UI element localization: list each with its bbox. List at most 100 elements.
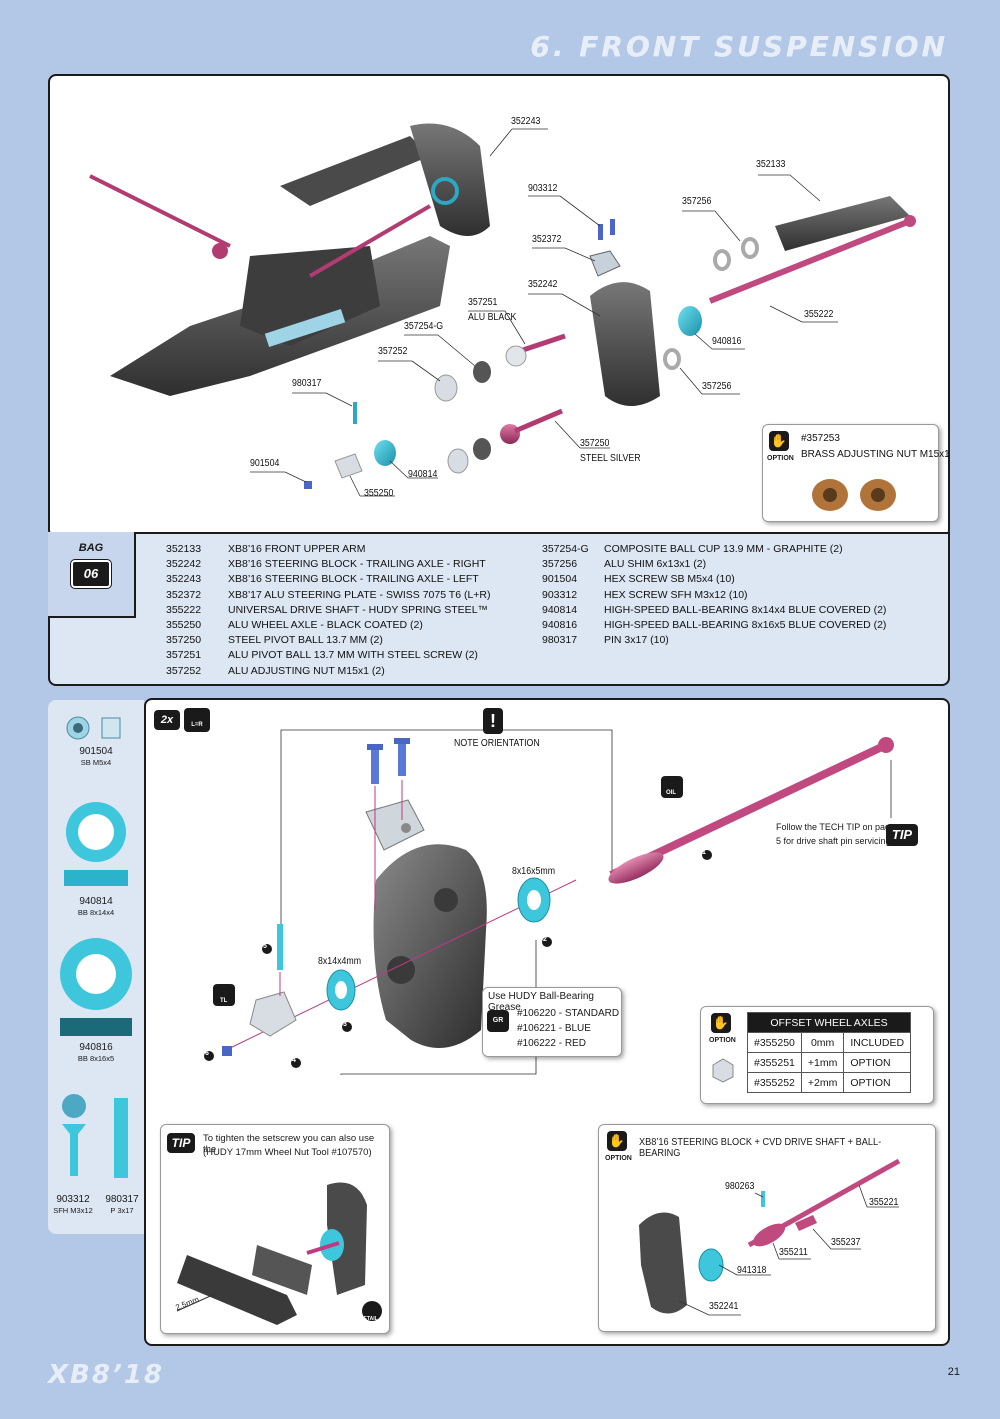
step-6: 6 bbox=[205, 1050, 209, 1057]
label-357256-b: 357256 bbox=[702, 381, 732, 392]
part-description: COMPOSITE BALL CUP 13.9 MM - GRAPHITE (2… bbox=[604, 543, 843, 555]
label-355211: 355211 bbox=[779, 1247, 808, 1258]
label-357256-a: 357256 bbox=[682, 196, 712, 207]
thumbs-up-icon: ✋ bbox=[607, 1131, 627, 1151]
bearing-size-8x14x4: 8x14x4mm bbox=[318, 956, 362, 967]
tip2-line2: (HUDY 17mm Wheel Nut Tool #107570) bbox=[203, 1147, 372, 1158]
step-4: 4 bbox=[292, 1057, 296, 1064]
assembly-drawing bbox=[204, 729, 894, 1075]
bearing-size-8x16x5: 8x16x5mm bbox=[512, 866, 556, 877]
part-description: ALU WHEEL AXLE - BLACK COATED (2) bbox=[228, 619, 423, 632]
label-901504: 901504 bbox=[250, 458, 280, 469]
part-description: PIN 3x17 (10) bbox=[604, 634, 669, 647]
part-row: 901504 HEX SCREW SB M5x4 (10) bbox=[542, 572, 886, 587]
tip-text-2: 5 for drive shaft pin servicing bbox=[776, 836, 891, 846]
part-code: 940816 bbox=[542, 619, 578, 632]
offset-title: OFFSET WHEEL AXLES bbox=[746, 1012, 912, 1033]
threadlock-icon: TL bbox=[220, 998, 228, 1004]
part-code: 352133 bbox=[166, 543, 202, 555]
offset-option-badge: OPTION bbox=[709, 1037, 736, 1044]
label-352133: 352133 bbox=[756, 159, 786, 170]
part-code: 352372 bbox=[166, 588, 202, 601]
option-badge: OPTION bbox=[767, 455, 794, 462]
part-description: ALU ADJUSTING NUT M15x1 (2) bbox=[228, 664, 385, 677]
part-description: HIGH-SPEED BALL-BEARING 8x16x5 BLUE COVE… bbox=[604, 619, 887, 632]
part-code: 357252 bbox=[166, 664, 202, 677]
option-text: BRASS ADJUSTING NUT M15x1 bbox=[801, 449, 950, 460]
part-code: 357250 bbox=[166, 634, 202, 647]
label-903312: 903312 bbox=[528, 183, 558, 194]
part-description: HIGH-SPEED BALL-BEARING 8x14x4 BLUE COVE… bbox=[604, 603, 887, 616]
step-3: 3 bbox=[343, 1021, 347, 1028]
brass-nut-image bbox=[812, 479, 896, 511]
part-code: 357251 bbox=[166, 649, 202, 662]
cvd-drawing bbox=[639, 1158, 901, 1316]
part-description: HEX SCREW SB M5x4 (10) bbox=[604, 573, 735, 586]
part-row: 357251 ALU PIVOT BALL 13.7 MM WITH STEEL … bbox=[166, 648, 491, 663]
part-row: 352372 XB8’17 ALU STEERING PLATE - SWISS … bbox=[166, 588, 491, 603]
thumbs-up-icon: ✋ bbox=[769, 431, 789, 451]
label-355237: 355237 bbox=[831, 1237, 861, 1248]
label-355221: 355221 bbox=[869, 1197, 899, 1208]
tip2-line1: To tighten the setscrew you can also use… bbox=[203, 1133, 375, 1155]
part-description: XB8’16 STEERING BLOCK - TRAILING AXLE - … bbox=[228, 558, 486, 571]
option-box-brass-nut: ✋ OPTION #357253 BRASS ADJUSTING NUT M15… bbox=[762, 424, 950, 522]
bearing-940814-icon bbox=[64, 802, 128, 886]
part-code: 903312 bbox=[542, 588, 578, 601]
step-1: 1 bbox=[702, 849, 706, 856]
part-row: 352242 XB8’16 STEERING BLOCK - TRAILING A… bbox=[166, 557, 491, 572]
label-980263: 980263 bbox=[725, 1181, 755, 1192]
thumbs-up-icon: ✋ bbox=[711, 1013, 731, 1033]
grease-title: Use HUDY Ball-Bearing Grease bbox=[488, 991, 594, 1013]
label-355222: 355222 bbox=[804, 309, 834, 320]
bearing-940816-icon bbox=[60, 938, 132, 1036]
exploded-view-drawing bbox=[89, 123, 916, 497]
part-row: 357250 STEEL PIVOT BALL 13.7 MM (2) bbox=[166, 633, 491, 648]
part-description: XB8’17 ALU STEERING PLATE - SWISS 7075 T… bbox=[228, 588, 491, 601]
page-title: 6. FRONT SUSPENSION bbox=[530, 30, 948, 63]
part-row: 903312 HEX SCREW SFH M3x12 (10) bbox=[542, 588, 886, 603]
part-description: UNIVERSAL DRIVE SHAFT - HUDY SPRING STEE… bbox=[228, 603, 489, 616]
parts-list-right: 357254-G COMPOSITE BALL CUP 13.9 MM - GRA… bbox=[542, 542, 886, 648]
part-description: ALU PIVOT BALL 13.7 MM WITH STEEL SCREW … bbox=[228, 649, 478, 662]
label-357250: 357250 bbox=[580, 438, 610, 449]
left-right-badge: L=R bbox=[184, 708, 210, 732]
label-355250: 355250 bbox=[364, 488, 394, 499]
label-940814: 940814 bbox=[408, 469, 438, 480]
screw-903312-pin-980317-icon bbox=[62, 1094, 128, 1178]
part-row: 980317 PIN 3x17 (10) bbox=[542, 633, 886, 648]
xb8-logo: XB8’18 bbox=[48, 1360, 165, 1390]
option-code: #357253 bbox=[801, 433, 840, 444]
part-code: 357254-G bbox=[542, 543, 589, 555]
qty-badge: 2x bbox=[154, 710, 180, 730]
label-980317: 980317 bbox=[292, 378, 322, 389]
label-357251: 357251 bbox=[468, 297, 498, 308]
part-code: 352243 bbox=[166, 573, 202, 586]
oil-icon: OIL bbox=[666, 790, 676, 796]
assembly-panel: 2x L=R bbox=[144, 698, 950, 1346]
part-code: 357256 bbox=[542, 558, 578, 571]
detail-icon: DETAIL bbox=[360, 1316, 378, 1322]
option-box-cvd: ✋ OPTION XB8’16 STEERING BLOCK + CVD DRI… bbox=[598, 1124, 936, 1332]
part-description: HEX SCREW SFH M3x12 (10) bbox=[604, 588, 748, 601]
exploded-view-panel: 352243 352133 903312 357256 352372 35224… bbox=[48, 74, 950, 538]
wheel-axle-image bbox=[712, 1058, 734, 1083]
part-description: STEEL PIVOT BALL 13.7 MM (2) bbox=[228, 634, 383, 647]
part-code: 352242 bbox=[166, 558, 202, 571]
part-code: 980317 bbox=[542, 634, 578, 647]
label-940816: 940816 bbox=[712, 336, 742, 347]
tip-box-wheel-nut-tool: TIP To tighten the setscrew you can also… bbox=[160, 1124, 390, 1334]
part-row: 940816 HIGH-SPEED BALL-BEARING 8x16x5 BLU… bbox=[542, 618, 886, 633]
part-code: 901504 bbox=[542, 573, 578, 586]
bag-number-2: 06 bbox=[70, 559, 112, 589]
label-357252: 357252 bbox=[378, 346, 408, 357]
step-5: 5 bbox=[263, 943, 267, 950]
